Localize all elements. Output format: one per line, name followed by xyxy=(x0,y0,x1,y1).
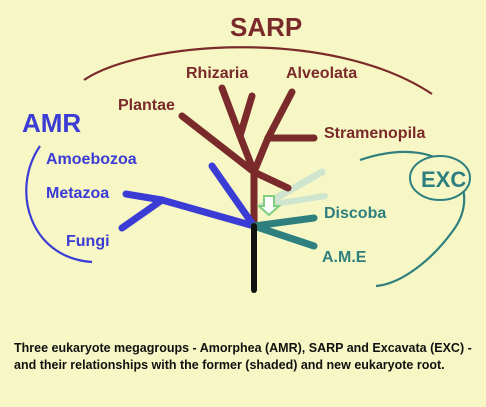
amr-label: AMR xyxy=(22,108,81,138)
discoba-label: Discoba xyxy=(324,205,386,222)
sarp-label: SARP xyxy=(230,12,302,42)
amoebozoa-label: Amoebozoa xyxy=(46,151,137,168)
metazoa-label: Metazoa xyxy=(46,185,109,202)
root-arrow xyxy=(256,195,282,217)
amr-branches xyxy=(118,162,258,232)
exc-bracket xyxy=(359,150,466,288)
exc-label: EXC xyxy=(421,167,466,192)
stramenopila-label: Stramenopila xyxy=(324,125,425,142)
exc-branches xyxy=(250,214,318,250)
amr-bracket xyxy=(25,145,93,264)
rhizaria-label: Rhizaria xyxy=(186,65,248,82)
alveolata-label: Alveolata xyxy=(286,65,357,82)
fungi-label: Fungi xyxy=(66,233,110,250)
figure-caption: Three eukaryote megagroups - Amorphea (A… xyxy=(14,341,472,372)
plantae-label: Plantae xyxy=(118,97,175,114)
ame-label: A.M.E xyxy=(322,249,367,266)
sarp-branches xyxy=(178,84,318,230)
exc-oval xyxy=(409,155,471,201)
sarp-bracket xyxy=(83,46,433,95)
